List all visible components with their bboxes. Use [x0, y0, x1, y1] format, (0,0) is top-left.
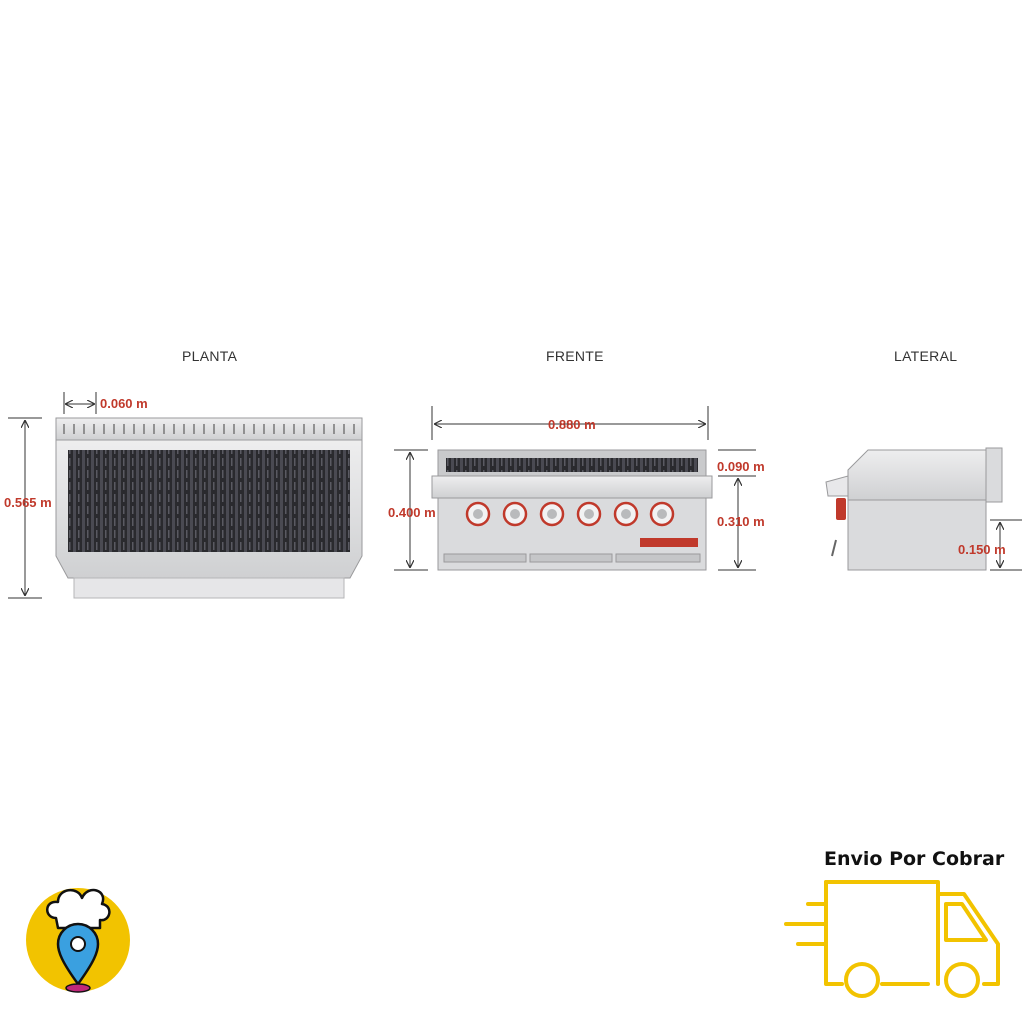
frente-grill-grate — [446, 458, 698, 472]
frente-top-dim: 0.090 m — [717, 459, 765, 474]
planta-title: PLANTA — [182, 348, 238, 364]
chef-hat-location-pin-logo — [26, 888, 130, 993]
frente-top-edge — [431, 475, 713, 499]
frente-title: FRENTE — [546, 348, 604, 364]
lateral-leg-dim: 0.150 m — [958, 542, 1006, 557]
planta-view — [8, 392, 363, 599]
frente-knobs — [465, 501, 675, 527]
frente-height-dim: 0.400 m — [388, 505, 436, 520]
shipping-label: Envio Por Cobrar — [824, 848, 1005, 870]
lateral-title: LATERAL — [894, 348, 958, 364]
brand-plate — [640, 538, 698, 547]
lateral-leg — [831, 539, 837, 557]
lateral-top — [847, 449, 991, 501]
planta-base — [73, 577, 345, 599]
frente-width-dim: 0.880 m — [548, 417, 596, 432]
frente-view — [394, 406, 756, 571]
planta-top-rail — [55, 417, 363, 441]
planta-grill-grate — [68, 450, 350, 552]
planta-rail-slots — [63, 424, 355, 434]
planta-depth-dim: 0.565 m — [4, 495, 52, 510]
frente-drip-trays — [443, 553, 701, 563]
lateral-body — [847, 499, 987, 571]
lateral-front-lip — [825, 475, 849, 497]
lateral-knob — [836, 498, 846, 520]
lateral-back-guard — [985, 447, 1003, 503]
lateral-view — [825, 447, 1022, 571]
frente-body-dim: 0.310 m — [717, 514, 765, 529]
delivery-truck-icon — [784, 880, 1000, 998]
planta-width-dim: 0.060 m — [100, 396, 148, 411]
